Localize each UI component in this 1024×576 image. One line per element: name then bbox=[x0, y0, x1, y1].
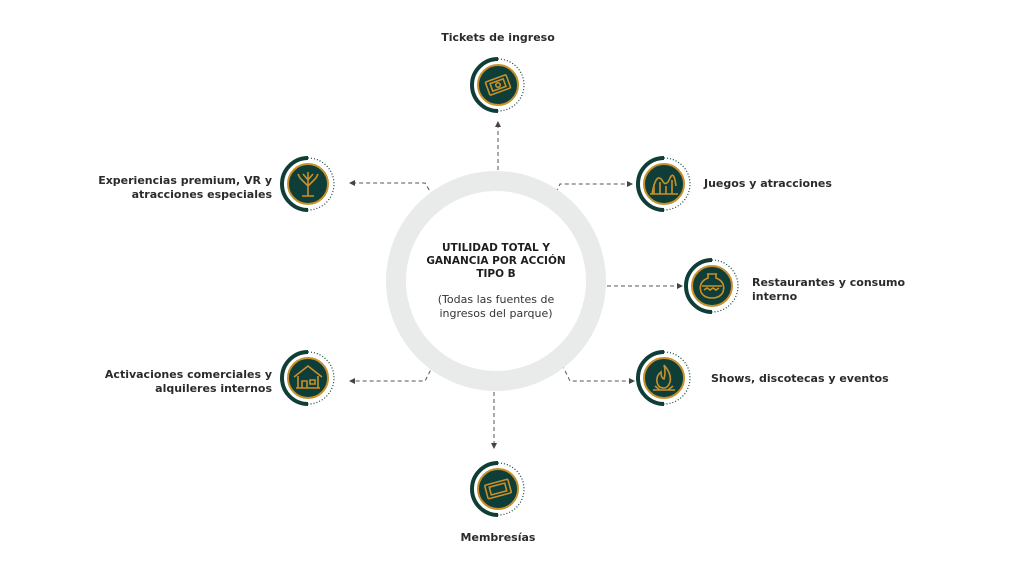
hub-subtitle: (Todas las fuentes de ingresos del parqu… bbox=[438, 293, 555, 321]
hub-subtitle-line: ingresos del parque) bbox=[439, 306, 553, 320]
label-activaciones: Activaciones comerciales y alquileres in… bbox=[72, 368, 272, 396]
label-line: alquileres internos bbox=[155, 382, 272, 395]
label-line: Juegos y atracciones bbox=[704, 177, 832, 190]
label-restaurantes: Restaurantes y consumo interno bbox=[752, 276, 952, 304]
rollercoaster-icon bbox=[636, 156, 691, 212]
node-shows bbox=[636, 350, 692, 406]
hub-title: UTILIDAD TOTAL Y GANANCIA POR ACCIÓN TIP… bbox=[426, 242, 565, 281]
label-membresias: Membresías bbox=[398, 531, 598, 545]
fire-icon bbox=[636, 350, 691, 406]
hub-title-line: GANANCIA POR ACCIÓN bbox=[426, 254, 566, 267]
node-tickets bbox=[470, 57, 526, 113]
label-line: Tickets de ingreso bbox=[441, 31, 555, 44]
hub-title-line: TIPO B bbox=[476, 267, 516, 280]
label-line: Activaciones comerciales y bbox=[104, 368, 272, 381]
node-juegos bbox=[636, 156, 692, 212]
node-membresias bbox=[470, 461, 526, 517]
label-experiencias: Experiencias premium, VR y atracciones e… bbox=[72, 174, 272, 202]
hut-icon bbox=[280, 350, 335, 406]
node-activaciones bbox=[280, 350, 336, 406]
hub-title-line: UTILIDAD TOTAL Y bbox=[442, 241, 550, 254]
node-experiencias bbox=[280, 156, 336, 212]
card-ticket-icon bbox=[470, 461, 525, 517]
label-line: Experiencias premium, VR y bbox=[98, 174, 272, 187]
label-juegos: Juegos y atracciones bbox=[704, 177, 904, 191]
central-hub: UTILIDAD TOTAL Y GANANCIA POR ACCIÓN TIP… bbox=[386, 171, 606, 391]
label-line: Membresías bbox=[460, 531, 536, 544]
label-line: Shows, discotecas y eventos bbox=[711, 372, 889, 385]
clay-pot-icon bbox=[684, 258, 739, 314]
ticket-icon bbox=[470, 57, 525, 113]
tree-icon bbox=[280, 156, 335, 212]
node-restaurantes bbox=[684, 258, 740, 314]
label-line: atracciones especiales bbox=[131, 188, 272, 201]
label-shows: Shows, discotecas y eventos bbox=[711, 372, 931, 386]
hub-subtitle-line: (Todas las fuentes de bbox=[437, 292, 555, 306]
label-line: interno bbox=[752, 290, 798, 303]
label-tickets: Tickets de ingreso bbox=[398, 31, 598, 45]
label-line: Restaurantes y consumo bbox=[752, 276, 906, 289]
